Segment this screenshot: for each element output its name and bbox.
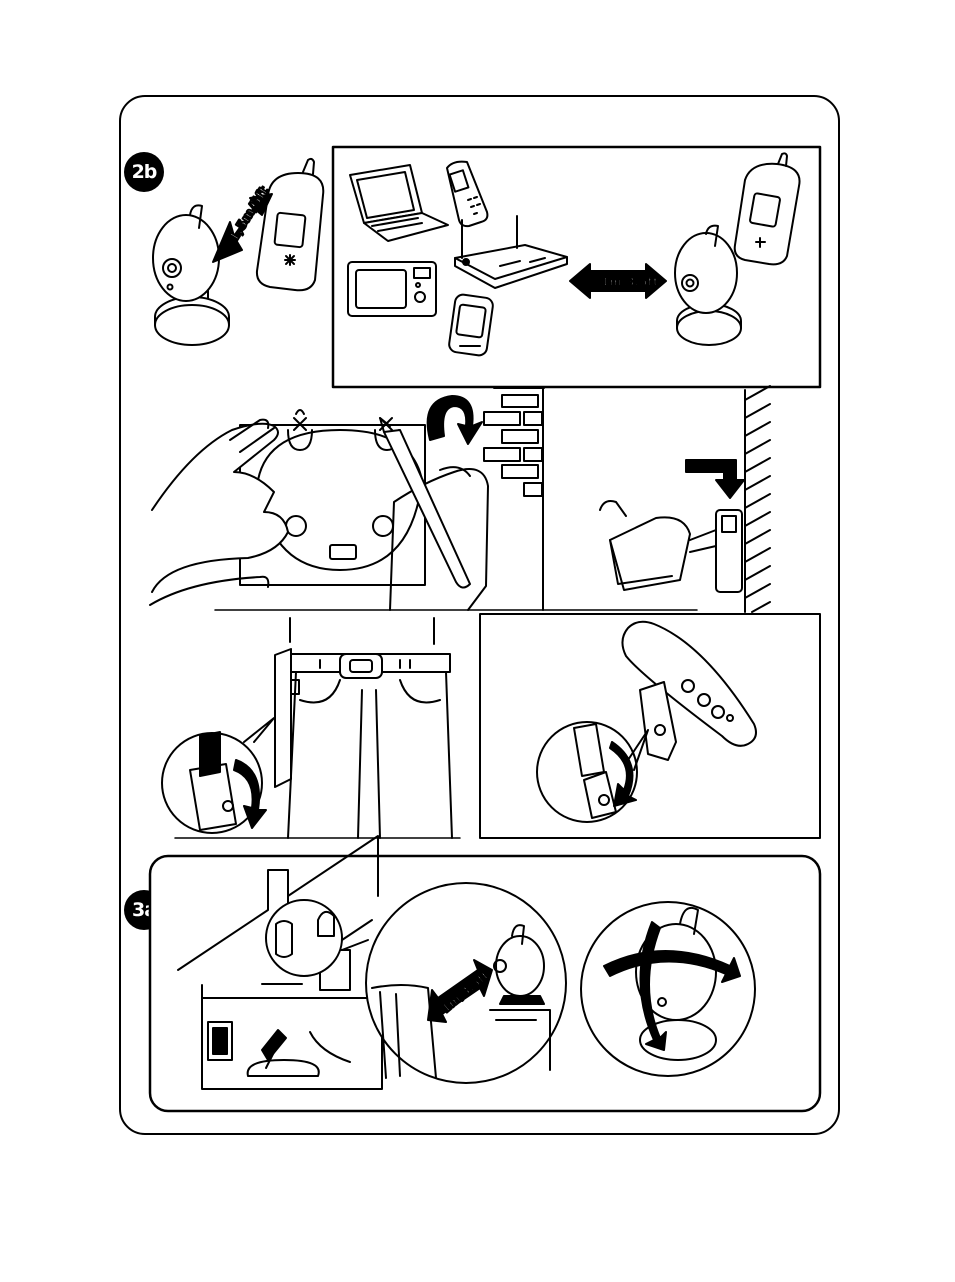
- belt-clip-person: [275, 618, 452, 838]
- baby-unit-icon: [153, 205, 229, 345]
- wall-mounted-baby-unit: [600, 501, 742, 592]
- belt-clip-detail: [162, 718, 274, 833]
- distance-label-interference: >1m/3.5ft: [591, 275, 659, 289]
- wall-hatched: [745, 386, 770, 612]
- down-arrow-icon: [686, 460, 744, 498]
- rotation-detail-circle: [581, 902, 755, 1076]
- wall-bricks: [484, 388, 544, 610]
- parent-unit-icon: [257, 159, 323, 290]
- microwave-icon: [348, 262, 436, 316]
- mobile-phone-icon: [448, 294, 494, 357]
- rotation-arrow-icon: [428, 396, 482, 444]
